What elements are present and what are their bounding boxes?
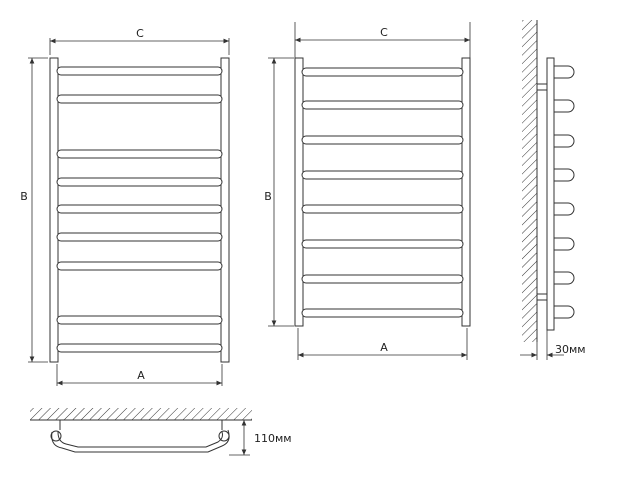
wall-hatch <box>30 408 252 420</box>
dimension-c-label: C <box>136 27 144 40</box>
dimension-a-label: A <box>137 369 145 382</box>
right-rail <box>461 57 471 327</box>
top-view: 110мм <box>30 408 292 456</box>
bar-ends <box>554 65 575 319</box>
crossbars <box>56 66 223 353</box>
bar-profile <box>51 429 230 453</box>
side-depth-label: 30мм <box>555 343 586 356</box>
side-rail <box>546 57 555 331</box>
front-view-1: C B A <box>20 27 230 386</box>
left-rail <box>294 57 304 327</box>
dimension-b-label: B <box>20 190 28 203</box>
dimension-b-label: B <box>264 190 272 203</box>
top-depth-label: 110мм <box>254 432 292 445</box>
dimension-c-label: C <box>380 26 388 39</box>
dimension-a-label: A <box>380 341 388 354</box>
crossbars <box>301 67 464 318</box>
wall-hatch <box>522 20 537 342</box>
side-view: 30мм <box>520 20 586 360</box>
front-view-2: C B A <box>264 22 471 360</box>
